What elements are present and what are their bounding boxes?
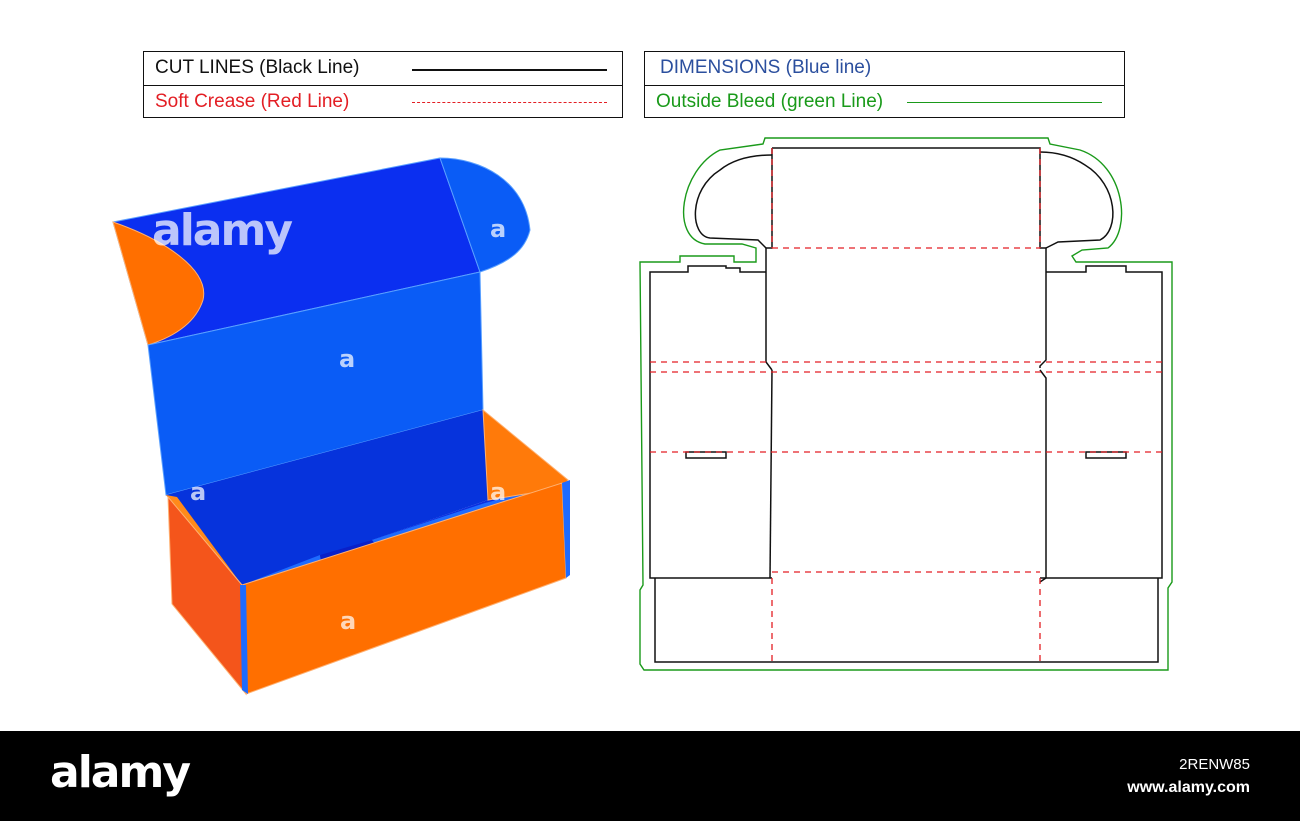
watermark-small-2: a bbox=[339, 345, 356, 373]
inner-back-wall bbox=[166, 410, 488, 585]
watermark-brand: alamy bbox=[152, 205, 293, 256]
left-end-panel bbox=[167, 495, 247, 696]
lid-side-flap-left bbox=[112, 221, 205, 346]
soft-crease-sample bbox=[412, 102, 607, 103]
cut-line-sample bbox=[412, 69, 607, 71]
left-edge-strip bbox=[240, 585, 248, 694]
lid-side-flap-right bbox=[439, 157, 531, 273]
legend-dimensions-bleed: DIMENSIONS (Blue line) Outside Bleed (gr… bbox=[644, 51, 1125, 118]
legend-row-outside-bleed: Outside Bleed (green Line) bbox=[645, 85, 1124, 118]
watermark-small-1: a bbox=[490, 215, 507, 243]
crease-lines bbox=[650, 148, 1162, 662]
image-id: 2RENW85 bbox=[1179, 756, 1250, 773]
bleed-line-sample bbox=[907, 102, 1102, 103]
footer-bar: alamy 2RENW85 www.alamy.com bbox=[0, 731, 1300, 821]
watermark-small-4: a bbox=[490, 478, 507, 506]
legend-cut-crease: CUT LINES (Black Line) Soft Crease (Red … bbox=[143, 51, 623, 118]
footer-logo: alamy bbox=[50, 747, 191, 798]
outside-bleed-outline bbox=[639, 137, 1173, 671]
site-url[interactable]: www.alamy.com bbox=[1127, 779, 1250, 796]
mailer-box-3d-illustration bbox=[112, 157, 570, 696]
right-edge-strip bbox=[562, 480, 570, 578]
legend-row-soft-crease: Soft Crease (Red Line) bbox=[144, 85, 622, 118]
legend-row-dimensions: DIMENSIONS (Blue line) bbox=[645, 52, 1124, 84]
cut-lines-label: CUT LINES (Black Line) bbox=[155, 57, 360, 78]
watermark-small-3: a bbox=[190, 478, 207, 506]
dimensions-label: DIMENSIONS (Blue line) bbox=[660, 57, 872, 78]
watermark-small-5: a bbox=[340, 607, 357, 635]
dieline-template bbox=[639, 137, 1173, 671]
legend-row-cut-lines: CUT LINES (Black Line) bbox=[144, 52, 622, 84]
footer-credit: 2RENW85 www.alamy.com bbox=[1127, 753, 1250, 799]
outside-bleed-label: Outside Bleed (green Line) bbox=[656, 91, 884, 112]
cut-lines bbox=[649, 147, 1163, 663]
soft-crease-label: Soft Crease (Red Line) bbox=[155, 91, 350, 112]
